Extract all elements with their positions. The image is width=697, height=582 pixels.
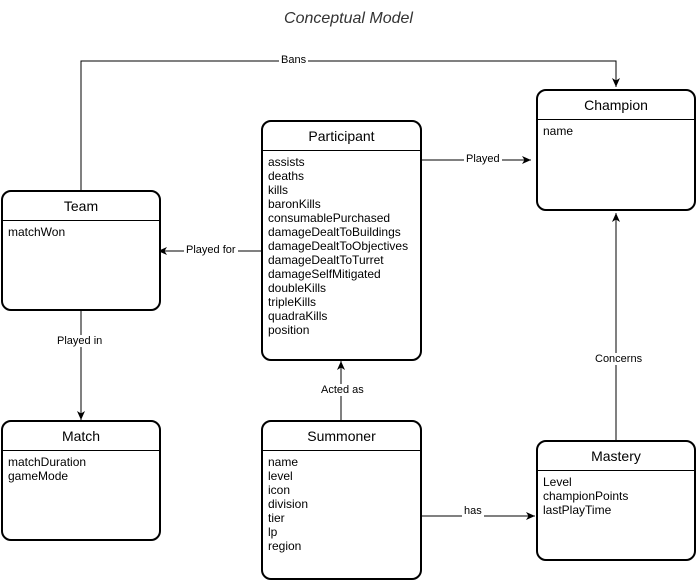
label-played-for: Played for xyxy=(184,244,238,256)
entity-team[interactable]: Team matchWon xyxy=(1,190,161,311)
label-played-in: Played in xyxy=(55,335,105,347)
attribute: baronKills xyxy=(268,197,321,211)
attribute: Level xyxy=(543,475,572,489)
attribute: damageDealtToBuildings xyxy=(268,225,401,239)
entity-champion-attributes: name xyxy=(538,120,694,138)
attribute: level xyxy=(268,469,293,483)
attribute: consumablePurchased xyxy=(268,211,391,225)
attribute: region xyxy=(268,539,302,553)
attribute: deaths xyxy=(268,169,305,183)
edge-bans xyxy=(80,60,620,190)
entity-participant-attributes: assists deaths kills baronKills consumab… xyxy=(263,151,420,337)
entity-mastery[interactable]: Mastery Level championPoints lastPlayTim… xyxy=(536,440,696,561)
entity-summoner-name: Summoner xyxy=(263,422,420,451)
diagram-title: Conceptual Model xyxy=(284,10,413,27)
label-acted-as: Acted as xyxy=(319,384,366,396)
attribute: lp xyxy=(268,525,278,539)
entity-summoner[interactable]: Summoner name level icon division tier l… xyxy=(261,420,422,580)
attribute: gameMode xyxy=(8,469,69,483)
attribute: position xyxy=(268,323,310,337)
entity-team-attributes: matchWon xyxy=(3,221,159,239)
entity-champion[interactable]: Champion name xyxy=(536,89,696,211)
attribute: tripleKills xyxy=(268,295,317,309)
label-has: has xyxy=(462,505,484,517)
attribute: icon xyxy=(268,483,291,497)
entity-summoner-attributes: name level icon division tier lp region xyxy=(263,451,420,553)
attribute: damageDealtToTurret xyxy=(268,253,384,267)
attribute: name xyxy=(268,455,299,469)
attribute: damageSelfMitigated xyxy=(268,267,381,281)
entity-mastery-attributes: Level championPoints lastPlayTime xyxy=(538,471,694,517)
attribute: name xyxy=(543,124,574,138)
entity-match[interactable]: Match matchDuration gameMode xyxy=(1,420,161,541)
attribute: lastPlayTime xyxy=(543,503,612,517)
label-concerns: Concerns xyxy=(593,353,645,365)
attribute: kills xyxy=(268,183,288,197)
entity-match-attributes: matchDuration gameMode xyxy=(3,451,159,483)
entity-participant-name: Participant xyxy=(263,122,420,151)
attribute: matchDuration xyxy=(8,455,87,469)
attribute: tier xyxy=(268,511,285,525)
entity-team-name: Team xyxy=(3,192,159,221)
attribute: division xyxy=(268,497,309,511)
entity-match-name: Match xyxy=(3,422,159,451)
entity-mastery-name: Mastery xyxy=(538,442,694,471)
attribute: championPoints xyxy=(543,489,629,503)
label-bans: Bans xyxy=(279,54,309,66)
attribute: doubleKills xyxy=(268,281,327,295)
attribute: matchWon xyxy=(8,225,66,239)
attribute: damageDealtToObjectives xyxy=(268,239,409,253)
attribute: assists xyxy=(268,155,305,169)
entity-champion-name: Champion xyxy=(538,91,694,120)
label-played: Played xyxy=(464,153,502,165)
attribute: quadraKills xyxy=(268,309,328,323)
entity-participant[interactable]: Participant assists deaths kills baronKi… xyxy=(261,120,422,361)
